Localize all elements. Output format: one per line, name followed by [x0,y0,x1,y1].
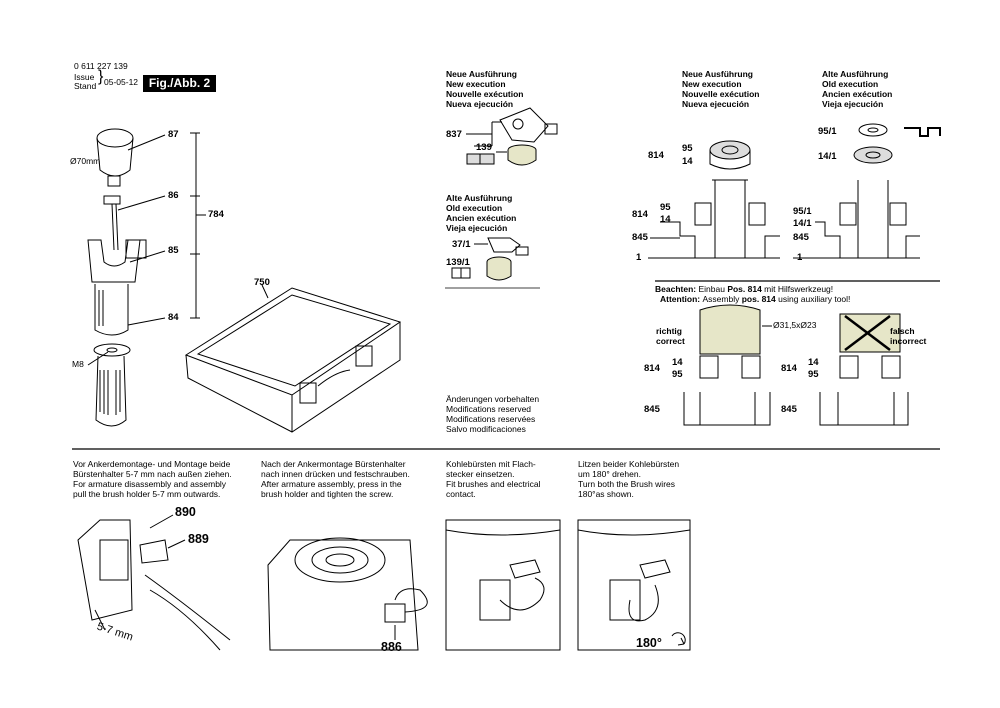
part-886: 886 [381,640,402,654]
part-837-drawing [466,107,558,147]
step3-drawing [445,519,561,651]
part-85: 85 [168,245,179,256]
part-84: 84 [168,312,179,323]
part-37-1: 37/1 [452,239,471,250]
clamp-ring-drawing [96,128,134,187]
notice-845-b: 845 [781,404,797,415]
notice-845-a: 845 [644,404,660,415]
part-14-1-top: 14/1 [818,151,837,162]
stand-label: Stand [74,81,97,91]
notice-attention: Attention: Assembly pos. 814 using auxil… [660,294,851,304]
part-95-top: 95 [682,143,693,154]
part-14-mid: 14 [660,214,671,225]
m8-label: M8 [72,359,84,369]
step2-drawing [267,537,428,651]
part-139-1: 139/1 [446,257,470,268]
part-1-old: 1 [797,252,803,263]
part-845: 845 [632,232,648,243]
part-814-mid: 814 [632,209,648,220]
part-87: 87 [168,129,179,140]
part-95-mid: 95 [660,202,671,213]
rotation-label: 180° [636,636,662,650]
incorrect-tool-drawing [819,313,909,426]
step-3-text: Kohlebürsten mit Flach-stecker einsetzen… [446,459,541,499]
handle-drawing [94,284,129,336]
dimension-label: Ø31,5xØ23 [773,320,817,330]
part-95-1-top: 95/1 [818,126,837,137]
notice-814-b: 814 [781,363,797,374]
part-814-top: 814 [648,150,664,161]
fig-label: Fig./Abb. 2 [143,75,216,92]
step4-drawing [577,519,691,651]
part-750: 750 [254,277,270,288]
correct-tool-drawing [683,304,772,426]
notice-14-b: 14 [808,357,819,368]
part-1: 1 [636,252,642,263]
notice-14-a: 14 [672,357,683,368]
bearing-old-drawing [793,123,941,259]
notice-814-a: 814 [644,363,660,374]
carrying-case-drawing [184,284,402,433]
part-37-1-drawing [474,237,529,256]
part-86: 86 [168,190,179,201]
brace: } [98,68,104,85]
step1-drawing [77,514,231,651]
part-845-old: 845 [793,232,809,243]
bolt-drawing [103,195,121,251]
notice-95-a: 95 [672,369,683,380]
header-date: 05-05-12 [104,77,139,87]
diameter-label: Ø70mm [70,156,101,166]
part-837: 837 [446,129,462,140]
notice-beachten: Beachten: Einbau Pos. 814 mit Hilfswerkz… [655,284,834,294]
grip-drawing [93,343,131,427]
part-890: 890 [175,505,196,519]
part-784: 784 [208,209,224,220]
part-number: 0 611 227 139 [74,61,128,71]
handle-collar-drawing [87,239,147,283]
notice-95-b: 95 [808,369,819,380]
part-95-1-mid: 95/1 [793,206,812,217]
part-14-top: 14 [682,156,693,167]
issue-label: Issue [74,72,95,82]
bearing-new-drawing [648,140,780,259]
dimension-bracket [190,132,206,319]
part-139: 139 [476,142,492,153]
part-889: 889 [188,532,209,546]
felt-139-1 [486,256,512,281]
part-14-1-mid: 14/1 [793,218,812,229]
felt-139 [507,144,537,166]
